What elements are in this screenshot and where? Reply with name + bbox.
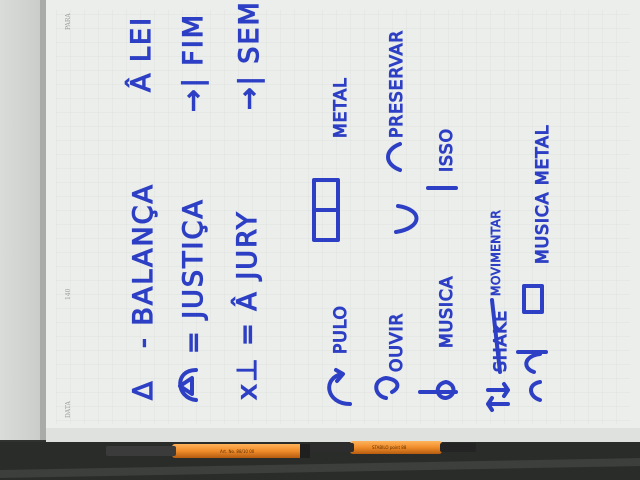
pen-left-label: Art. No. 88/10 00 — [220, 449, 255, 454]
header-para-label: PARA — [65, 13, 72, 30]
line5-ouvir: OUVIR — [387, 313, 407, 372]
line7-movimentar: MOVIMENTAR — [489, 210, 503, 296]
line8-box-icon — [522, 284, 544, 314]
header-page-number: 140 — [65, 288, 72, 300]
line1-marker: Δ — [128, 380, 159, 400]
pen-right-label: STABILO point 88 — [372, 445, 407, 450]
header-date-label: DATA — [65, 401, 72, 418]
line7-arrows-icon — [486, 382, 510, 412]
line5-preservar: PRESERVAR — [387, 30, 407, 138]
line3-jury: x⊥ = Â JURY — [231, 210, 263, 400]
line5-smile-icon — [394, 204, 419, 234]
line2-delta-icon — [178, 376, 194, 396]
page-gutter — [40, 0, 48, 440]
pen-left: Art. No. 88/10 00 — [106, 444, 310, 458]
line1-balanca: - BALANÇA — [128, 183, 159, 348]
line8-note-icon — [516, 350, 548, 402]
line2-justica: = JUSTIÇA — [178, 198, 209, 354]
line6-isso: ISSO — [437, 128, 457, 172]
page-bottom-edge — [46, 428, 640, 442]
line3-semfim: →| SEM FIM — [234, 0, 265, 110]
facing-page — [0, 0, 46, 440]
pen-right: STABILO point 88 — [310, 441, 476, 454]
line4-metal: METAL — [331, 77, 351, 138]
line6-note-icon — [418, 380, 458, 400]
line1-lei: LEI — [126, 16, 157, 62]
line2-fim: →| FIM — [178, 13, 209, 112]
line8-musica-metal: MUSICA METAL — [533, 125, 553, 264]
line5-ear-icon — [374, 376, 400, 400]
line4-curved-arrow-icon — [327, 368, 352, 406]
line4-pulo: PULO — [331, 305, 351, 354]
line7-strike — [490, 298, 502, 374]
line5-bracket-icon — [386, 142, 402, 172]
line6-musica: MUSICA — [437, 276, 457, 348]
line1-right-mark: Â — [125, 72, 157, 92]
elastic-band — [0, 458, 640, 478]
